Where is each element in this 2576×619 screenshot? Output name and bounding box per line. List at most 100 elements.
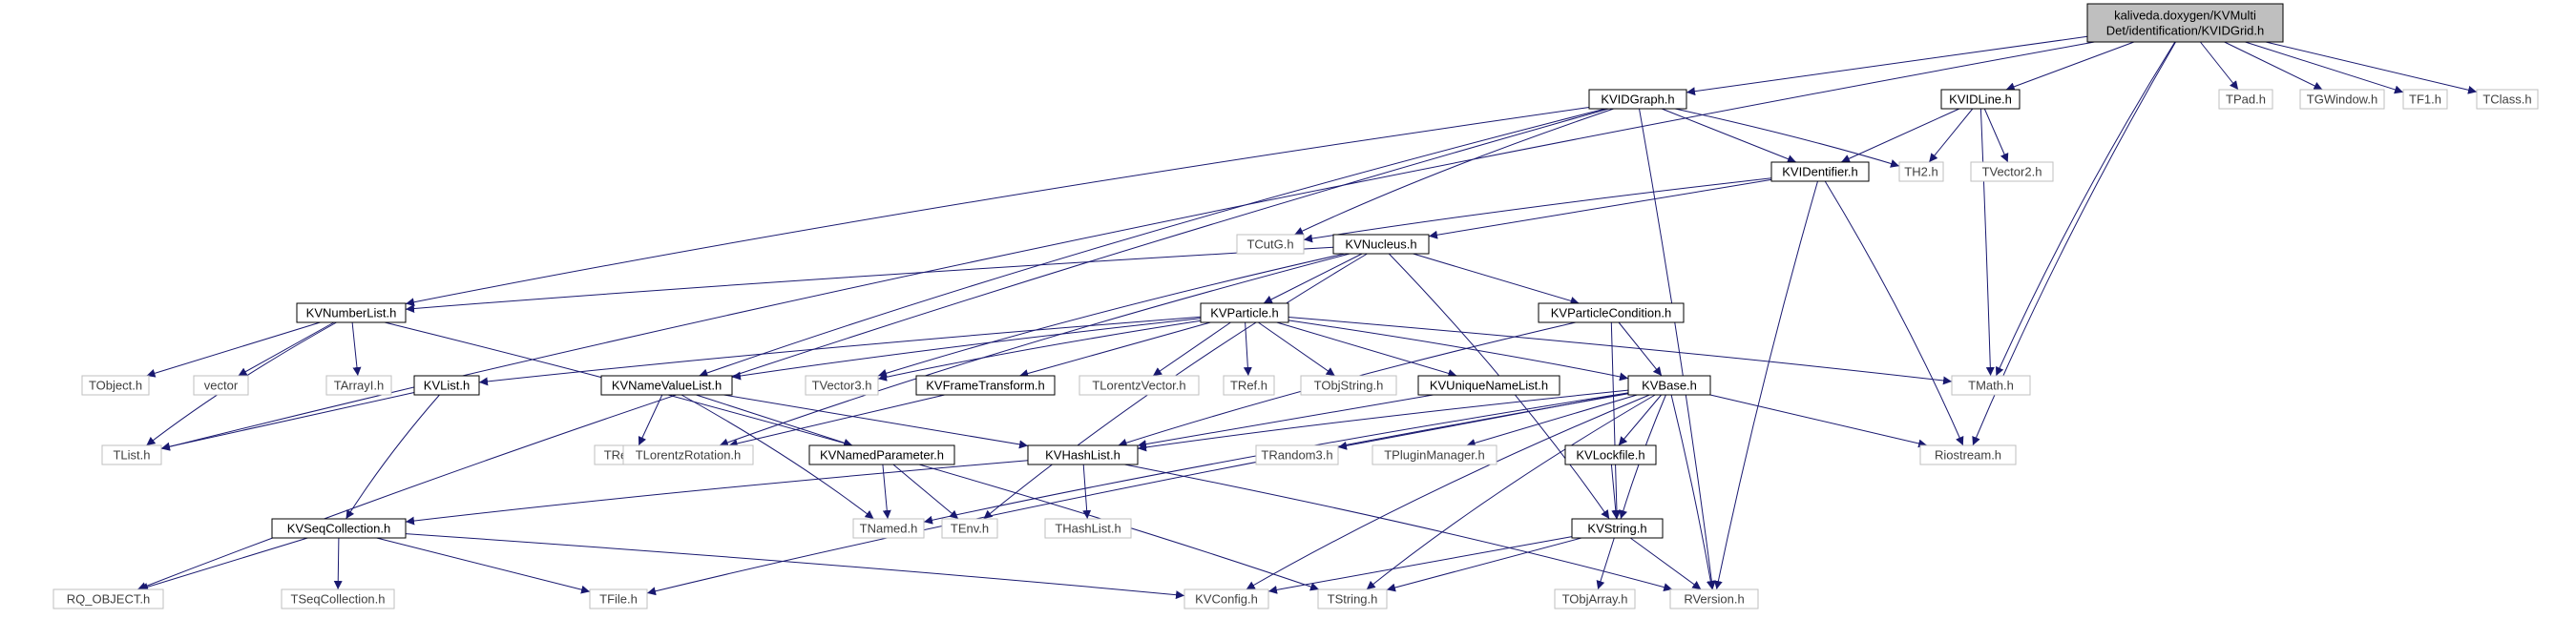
edge-kvseqcollection-to-rq_object	[138, 537, 308, 591]
edge-kvparticle-to-kvlist	[478, 316, 1202, 386]
node-kvhashlist[interactable]: KVHashList.h	[1027, 444, 1139, 465]
node-kvnucleus[interactable]: KVNucleus.h	[1332, 234, 1430, 255]
edge-root-to-tmath	[1995, 41, 2176, 377]
node-kvidline[interactable]: KVIDLine.h	[1940, 89, 2021, 110]
node-kvnumberlist[interactable]: KVNumberList.h	[296, 302, 407, 323]
node-tcutg: TCutG.h	[1236, 234, 1305, 255]
node-kvuniquenamelist[interactable]: KVUniqueNameList.h	[1417, 375, 1560, 396]
edge-kvidgraph-to-tcutg	[1294, 108, 1614, 236]
node-box-tvector2	[1970, 161, 2054, 182]
node-box-kvnucleus	[1332, 234, 1430, 255]
node-kvnamedparameter[interactable]: KVNamedParameter.h	[808, 444, 955, 465]
edge-kvnucleus-to-kvnumberlist	[405, 246, 1334, 313]
edge-kvhashlist-to-rversion	[1124, 464, 1673, 591]
node-box-tpad	[2218, 89, 2273, 110]
edge-kvparticle-to-tref	[1243, 321, 1252, 377]
node-label-root: Det/identification/KVIDGrid.h	[2106, 24, 2264, 38]
edge-kvidline-to-kvidentifier	[1840, 108, 1960, 163]
edge-kvstring-to-tobjarray	[1596, 537, 1615, 590]
edge-kvidgraph-to-kvnamevaluelist	[699, 108, 1606, 378]
edge-root-to-tf1	[2245, 41, 2404, 94]
node-box-root	[2086, 3, 2284, 43]
edge-kvhashlist-to-kvseqcollection	[405, 460, 1029, 526]
node-box-tseqcollection	[281, 588, 395, 609]
node-kvnamevaluelist[interactable]: KVNameValueList.h	[600, 375, 733, 396]
node-label-tlist: TList.h	[113, 448, 150, 463]
edge-kvidentifier-to-riostream	[1824, 180, 1964, 446]
node-box-tcutg	[1236, 234, 1305, 255]
node-kvframetransform[interactable]: KVFrameTransform.h	[915, 375, 1056, 396]
node-label-tenv: TEnv.h	[951, 522, 989, 536]
node-box-vector	[193, 375, 249, 396]
node-label-kvparticlecondition: KVParticleCondition.h	[1551, 306, 1671, 320]
node-box-kvconfig	[1183, 588, 1269, 609]
node-box-rversion	[1669, 588, 1759, 609]
node-kvparticle[interactable]: KVParticle.h	[1200, 302, 1289, 323]
edge-kvbase-to-kvhashlist	[1137, 389, 1629, 452]
node-rversion: RVersion.h	[1669, 588, 1759, 609]
node-box-tnamed	[852, 518, 925, 539]
node-box-kvlist	[413, 375, 480, 396]
edge-kvnamedparameter-to-tnamed	[882, 464, 891, 520]
edge-kvidgraph-to-kvidentifier	[1661, 108, 1797, 163]
edge-kvparticle-to-tobjstring	[1258, 321, 1335, 377]
edge-kvnumberlist-to-tarrayi	[351, 321, 362, 377]
node-box-trandom3	[1255, 444, 1339, 465]
edge-kvstring-to-kvconfig	[1267, 536, 1573, 594]
node-box-tobjarray	[1554, 588, 1636, 609]
node-tlist: TList.h	[101, 444, 162, 465]
node-kvconfig: KVConfig.h	[1183, 588, 1269, 609]
node-label-kvhashlist: KVHashList.h	[1045, 448, 1120, 463]
node-box-kvbase	[1627, 375, 1711, 396]
node-box-kvparticlecondition	[1538, 302, 1685, 323]
node-label-tref: TRef.h	[1230, 379, 1267, 393]
node-riostream: Riostream.h	[1919, 444, 2017, 465]
node-label-tobject: TObject.h	[89, 379, 142, 393]
edge-kvparticle-to-kvframetransform	[1019, 321, 1211, 378]
node-label-thashlist: THashList.h	[1055, 522, 1120, 536]
edge-root-to-tclass	[2265, 41, 2478, 94]
edge-kvnucleus-to-tvector3	[877, 253, 1345, 378]
edge-kvnamevaluelist-to-kvhashlist	[723, 394, 1029, 449]
node-label-riostream: Riostream.h	[1935, 448, 2001, 463]
node-box-tlist	[101, 444, 162, 465]
node-label-tf1: TF1.h	[2409, 93, 2441, 107]
node-kvidgraph[interactable]: KVIDGraph.h	[1588, 89, 1687, 110]
edge-kvseqcollection-to-tseqcollection	[333, 537, 343, 590]
edge-kvparticle-to-kvuniquenamelist	[1276, 321, 1457, 378]
node-box-tgwindow	[2299, 89, 2385, 110]
node-rq_object: RQ_OBJECT.h	[52, 588, 164, 609]
node-label-kvlist: KVList.h	[424, 379, 470, 393]
node-label-vector: vector	[204, 379, 239, 393]
node-tf1: TF1.h	[2402, 89, 2448, 110]
node-tobjstring: TObjString.h	[1300, 375, 1397, 396]
edge-kvparticle-to-tmath	[1288, 317, 1953, 385]
node-tobject: TObject.h	[81, 375, 150, 396]
node-kvbase[interactable]: KVBase.h	[1627, 375, 1711, 396]
node-label-tlorentzrotation: TLorentzRotation.h	[636, 448, 742, 463]
node-kvseqcollection[interactable]: KVSeqCollection.h	[271, 518, 407, 539]
node-box-tclass	[2476, 89, 2539, 110]
node-kvlist[interactable]: KVList.h	[413, 375, 480, 396]
edge-kvnumberlist-to-vector	[238, 321, 335, 377]
node-kvstring[interactable]: KVString.h	[1571, 518, 1664, 539]
node-label-tnamed: TNamed.h	[860, 522, 918, 536]
node-label-kvidentifier: KVIDentifier.h	[1782, 165, 1858, 179]
edge-kvnumberlist-to-tobject	[146, 321, 321, 378]
edge-kvlist-to-kvseqcollection	[346, 394, 440, 520]
node-tlorentzvector: TLorentzVector.h	[1079, 375, 1200, 396]
node-kvlockfile[interactable]: KVLockfile.h	[1564, 444, 1657, 465]
edge-kvparticlecondition-to-kvbase	[1618, 321, 1663, 377]
node-box-kvlockfile	[1564, 444, 1657, 465]
node-label-kvseqcollection: KVSeqCollection.h	[287, 522, 390, 536]
node-box-kvnamedparameter	[808, 444, 955, 465]
edge-kvnamevaluelist-to-tregexp	[638, 394, 663, 446]
node-label-tcutg: TCutG.h	[1246, 237, 1293, 252]
node-kvidentifier[interactable]: KVIDentifier.h	[1770, 161, 1870, 182]
node-kvparticlecondition[interactable]: KVParticleCondition.h	[1538, 302, 1685, 323]
node-label-tvector3: TVector3.h	[812, 379, 872, 393]
node-root: kaliveda.doxygen/KVMultiDet/identificati…	[2086, 3, 2284, 43]
node-box-tf1	[2402, 89, 2448, 110]
node-label-kvparticle: KVParticle.h	[1210, 306, 1279, 320]
node-tclass: TClass.h	[2476, 89, 2539, 110]
